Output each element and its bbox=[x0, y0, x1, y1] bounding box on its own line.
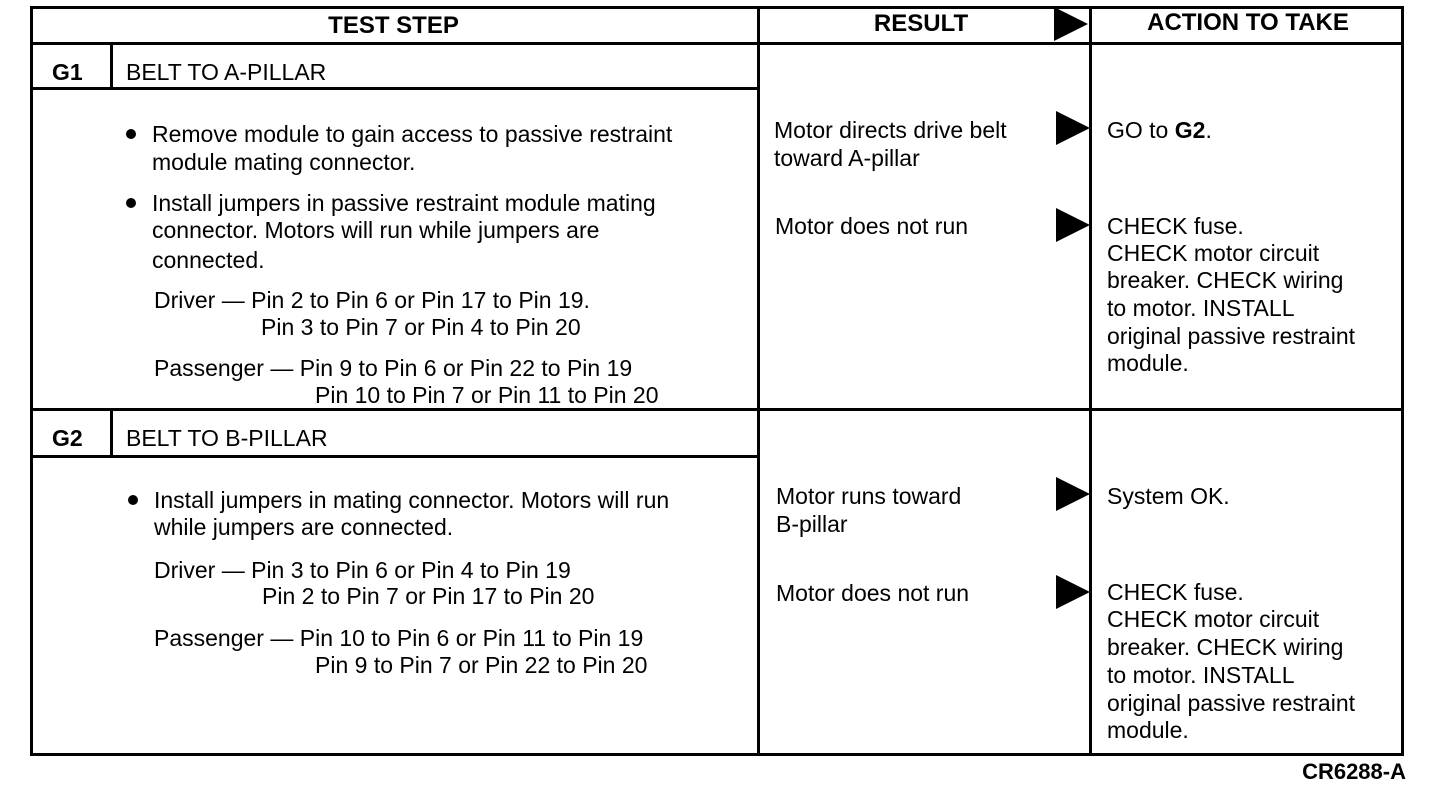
g2-title-rule bbox=[30, 455, 758, 458]
g1-bullet2-line3: connected. bbox=[152, 247, 265, 273]
g2-action2-line3: breaker. CHECK wiring bbox=[1107, 634, 1344, 660]
g2-action2-line2: CHECK motor circuit bbox=[1107, 606, 1320, 632]
header-action: ACTION TO TAKE bbox=[1147, 9, 1349, 36]
header-result: RESULT bbox=[873, 10, 969, 37]
g2-action2-line4: to motor. INSTALL bbox=[1107, 662, 1295, 688]
g2-action1: System OK. bbox=[1107, 483, 1230, 509]
g1-driver-line1: Driver — Pin 2 to Pin 6 or Pin 17 to Pin… bbox=[154, 287, 590, 313]
bullet-icon bbox=[126, 198, 136, 208]
result-arrow-icon bbox=[1056, 477, 1090, 511]
g2-result2: Motor does not run bbox=[776, 580, 970, 606]
bullet-icon bbox=[126, 129, 136, 139]
result-arrow-icon bbox=[1056, 111, 1090, 145]
g1-driver-line2: Pin 3 to Pin 7 or Pin 4 to Pin 20 bbox=[261, 314, 581, 340]
g2-action2-line5: original passive restraint bbox=[1107, 690, 1356, 716]
g2-bullet1-line2: while jumpers are connected. bbox=[154, 514, 454, 540]
header-rule bbox=[30, 42, 1404, 45]
g1-passenger-line1: Passenger — Pin 9 to Pin 6 or Pin 22 to … bbox=[154, 355, 633, 381]
g1-result1-line1: Motor directs drive belt bbox=[774, 117, 1007, 143]
section-divider bbox=[30, 408, 1404, 411]
result-arrow-icon bbox=[1056, 208, 1090, 242]
column-divider-action bbox=[1089, 6, 1092, 756]
g2-step-id: G2 bbox=[52, 425, 83, 451]
g2-passenger-line1: Passenger — Pin 10 to Pin 6 or Pin 11 to… bbox=[154, 625, 644, 651]
g2-result1-line1: Motor runs toward bbox=[776, 483, 962, 509]
column-divider-result bbox=[757, 6, 760, 756]
g2-id-divider bbox=[110, 408, 113, 458]
g1-passenger-line2: Pin 10 to Pin 7 or Pin 11 to Pin 20 bbox=[315, 382, 659, 408]
g1-result1-line2: toward A-pillar bbox=[774, 145, 920, 171]
result-arrow-icon bbox=[1056, 575, 1090, 609]
g1-id-divider bbox=[110, 42, 113, 90]
g1-bullet1-line1: Remove module to gain access to passive … bbox=[152, 121, 673, 147]
figure-code: CR6288-A bbox=[1302, 759, 1406, 784]
g1-bullet1-line2: module mating connector. bbox=[152, 149, 416, 175]
bullet-icon bbox=[128, 495, 138, 505]
g1-action2-line6: module. bbox=[1107, 350, 1189, 376]
g2-step-title: BELT TO B-PILLAR bbox=[126, 425, 328, 451]
g2-driver-line2: Pin 2 to Pin 7 or Pin 17 to Pin 20 bbox=[262, 583, 595, 609]
diagnostic-table bbox=[30, 6, 1404, 756]
g1-action2-line1: CHECK fuse. bbox=[1107, 213, 1244, 239]
g2-result1-line2: B-pillar bbox=[776, 511, 848, 537]
g2-passenger-line2: Pin 9 to Pin 7 or Pin 22 to Pin 20 bbox=[315, 652, 648, 678]
g2-action2-line1: CHECK fuse. bbox=[1107, 579, 1244, 605]
g1-action2-line5: original passive restraint bbox=[1107, 323, 1356, 349]
header-arrow-icon bbox=[1054, 7, 1088, 41]
g1-bullet2-line1: Install jumpers in passive restraint mod… bbox=[152, 190, 656, 216]
g2-driver-line1: Driver — Pin 3 to Pin 6 or Pin 4 to Pin … bbox=[154, 557, 571, 583]
g1-action1: GO to G2. bbox=[1107, 117, 1212, 143]
g1-action2-line2: CHECK motor circuit bbox=[1107, 240, 1320, 266]
g2-action2-line6: module. bbox=[1107, 717, 1189, 743]
g1-action2-line3: breaker. CHECK wiring bbox=[1107, 267, 1344, 293]
g1-bullet2-line2: connector. Motors will run while jumpers… bbox=[152, 217, 600, 243]
header-test-step: TEST STEP bbox=[328, 12, 459, 39]
g1-action2-line4: to motor. INSTALL bbox=[1107, 295, 1295, 321]
g1-title-rule bbox=[30, 87, 758, 90]
g1-step-title: BELT TO A-PILLAR bbox=[126, 59, 327, 85]
g2-bullet1-line1: Install jumpers in mating connector. Mot… bbox=[154, 487, 670, 513]
g1-result2: Motor does not run bbox=[775, 213, 969, 239]
g1-step-id: G1 bbox=[52, 59, 83, 85]
